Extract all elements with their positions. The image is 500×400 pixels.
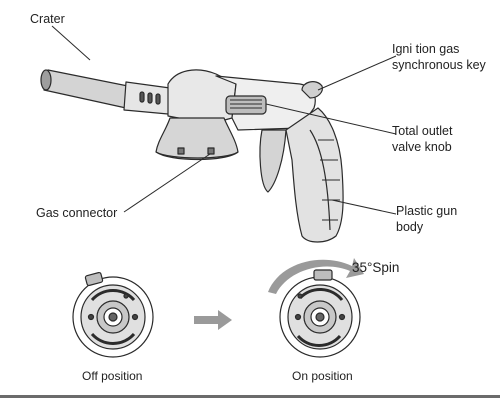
label-spin: 35°Spin xyxy=(352,260,400,275)
leader-outlet xyxy=(265,103,397,135)
connector-tab-1 xyxy=(177,147,185,155)
ignition-key xyxy=(301,81,323,99)
nozzle-tube xyxy=(43,69,129,109)
bottom-rule xyxy=(0,395,500,398)
trigger-guard xyxy=(259,129,287,193)
label-gun-line1: Plastic gun xyxy=(396,204,458,218)
on-position-dial xyxy=(279,269,361,358)
vent-slot-2 xyxy=(147,92,153,104)
label-on-position: On position xyxy=(292,369,353,383)
gun-handle xyxy=(285,107,344,243)
nozzle-opening xyxy=(40,69,52,91)
leader-ignition xyxy=(317,55,397,91)
spin-arrow xyxy=(268,258,364,294)
gas-connector-base xyxy=(155,117,239,161)
off-position-dial xyxy=(72,271,154,358)
gas-connector-rim xyxy=(155,151,239,159)
label-gas-connector: Gas connector xyxy=(36,206,118,220)
leader-crater xyxy=(51,25,91,61)
leader-gas-connector xyxy=(123,153,211,213)
leader-gun-body xyxy=(331,199,397,215)
label-gun-line2: body xyxy=(396,220,424,234)
nozzle-collar xyxy=(123,81,171,115)
off-dial-tab xyxy=(84,271,104,287)
valve-knob xyxy=(225,95,267,115)
label-ignition-line1: Igni tion gas xyxy=(392,42,460,56)
connector-tab-2 xyxy=(207,147,215,155)
vent-slot-1 xyxy=(139,91,145,103)
leader-lines xyxy=(51,25,397,215)
label-outlet-line2: valve knob xyxy=(392,140,452,154)
torch-illustration xyxy=(40,69,344,243)
on-dial-tab xyxy=(313,269,333,281)
vent-slot-3 xyxy=(155,93,161,105)
handle-grip xyxy=(309,129,331,231)
label-off-position: Off position xyxy=(82,369,143,383)
label-crater: Crater xyxy=(30,12,65,26)
label-outlet-line1: Total outlet xyxy=(392,124,453,138)
label-ignition-line2: synchronous key xyxy=(392,58,486,72)
transition-arrow xyxy=(194,310,232,330)
